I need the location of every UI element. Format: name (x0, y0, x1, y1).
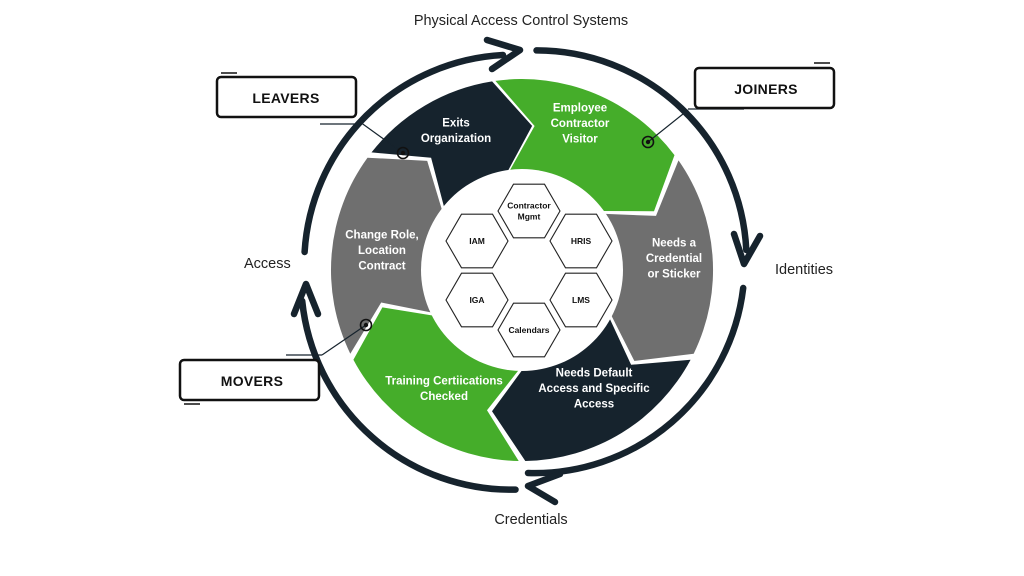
segment-employee-contractor-visitor-line-1: Employee (553, 103, 607, 115)
hexagon-hris (549, 213, 613, 269)
ring-arc-bottom-right (524, 284, 747, 477)
hexagon-iam (445, 213, 509, 269)
segment-employee-contractor-visitor (495, 79, 675, 212)
segment-needs-credential-or-sticker-line-2: Credential (646, 253, 702, 265)
arrowhead-right (730, 230, 764, 268)
hexagon-contractor-mgmt-line-2: Mgmt (518, 212, 541, 222)
ring-arrowheads (290, 36, 764, 506)
target-icon-movers (359, 318, 373, 332)
hexagon-calendars-line-1: Calendars (508, 325, 549, 335)
connector-movers (321, 324, 367, 356)
segment-needs-default-access-line-1: Needs Default (556, 368, 633, 380)
segment-needs-default-access-line-2: Access and Specific (538, 383, 650, 395)
target-icon-leavers (396, 146, 410, 160)
hexagon-iga-label: IGA (469, 295, 484, 305)
arrowhead-top (483, 36, 524, 73)
segment-training-certifications-checked (353, 307, 521, 461)
arrowhead-left (290, 280, 322, 318)
tag-leavers-label: LEAVERS (252, 90, 319, 106)
segment-exits-organization (371, 81, 533, 210)
segment-training-certifications-checked-line-1: Training Certiications (385, 375, 503, 387)
callout-markers (359, 135, 655, 332)
ring-arc-top-right (533, 47, 750, 254)
hexagon-iga (445, 272, 509, 328)
segment-needs-credential-or-sticker-line-3: or Sticker (647, 269, 701, 281)
segment-exits-organization-line-2: Organization (421, 133, 491, 145)
tag-joiners: JOINERS (693, 62, 836, 110)
arrowhead-bottom (524, 470, 564, 506)
hexagon-hris-label: HRIS (571, 236, 592, 246)
segment-change-role-location-contract-line-1: Change Role, (345, 230, 418, 242)
hexagon-calendars (497, 302, 561, 358)
target-icon-joiners (641, 135, 655, 149)
hexagon-lms (549, 272, 613, 328)
tag-leavers: LEAVERS (215, 72, 358, 119)
hexagon-contractor-mgmt (497, 183, 561, 239)
segment-needs-credential-or-sticker-line-1: Needs a (652, 238, 697, 250)
hexagon-lms-label: LMS (572, 295, 590, 305)
ring-arc-bottom-left (298, 297, 519, 493)
label-credentials: Credentials (494, 512, 567, 528)
hexagon-lms-line-1: LMS (572, 295, 590, 305)
connector-leavers (359, 121, 404, 154)
tag-movers: MOVERS (178, 358, 321, 405)
hexagon-calendars-label: Calendars (508, 325, 549, 335)
hexagon-iam-label: IAM (469, 236, 485, 246)
label-access: Access (244, 256, 291, 272)
ring-arc-top-left (301, 51, 507, 256)
hexagon-iga-line-1: IGA (469, 295, 484, 305)
tag-joiners-label: JOINERS (734, 81, 798, 97)
tag-movers-label: MOVERS (221, 373, 283, 389)
segment-training-certifications-checked-line-2: Checked (420, 391, 468, 403)
segment-change-role-location-contract-line-2: Location (358, 245, 406, 257)
connector-joiners (647, 109, 689, 143)
hexagon-contractor-mgmt-line-1: Contractor (507, 201, 551, 211)
segment-employee-contractor-visitor-line-3: Visitor (562, 134, 598, 146)
segment-needs-credential-or-sticker-label: Needs a Credential or Sticker (646, 238, 702, 281)
segment-needs-default-access-line-3: Access (574, 399, 614, 411)
label-physical-access-control-systems: Physical Access Control Systems (414, 13, 628, 29)
segment-needs-default-access (492, 316, 691, 461)
segment-exits-organization-line-1: Exits (442, 117, 470, 129)
hexagon-iam-line-1: IAM (469, 236, 485, 246)
outer-ring (298, 47, 750, 493)
segment-change-role-location-contract-line-3: Contract (358, 261, 405, 273)
label-identities: Identities (775, 262, 833, 278)
segment-employee-contractor-visitor-line-2: Contractor (551, 118, 610, 130)
segment-needs-credential-or-sticker (602, 160, 714, 361)
segment-change-role-location-contract (330, 157, 443, 354)
hexagon-hris-line-1: HRIS (571, 236, 592, 246)
